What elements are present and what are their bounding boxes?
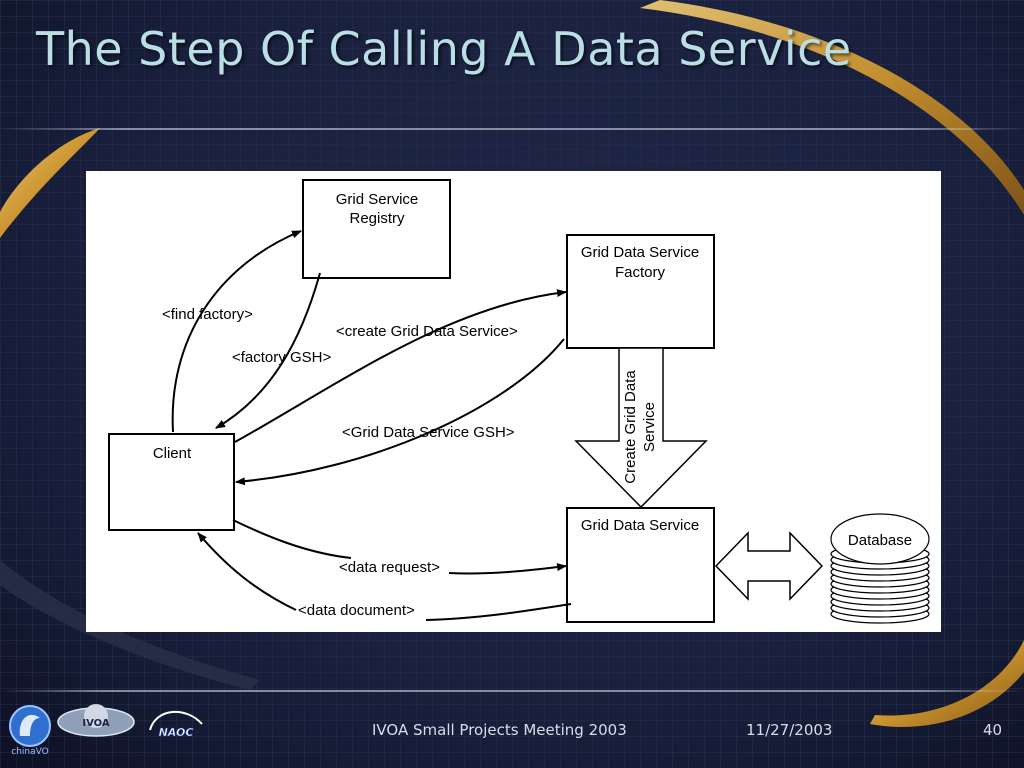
chinavo-logo-text: chinaVO [11, 747, 48, 757]
swoosh-bottom-right [870, 640, 1024, 727]
create-arrow-label-line2: Service [641, 402, 658, 452]
chinavo-logo: chinaVO [9, 705, 51, 757]
arrow-data-document-a [425, 603, 572, 621]
connector-arrows [171, 230, 572, 621]
slide-title: The Step Of Calling A Data Service [36, 22, 852, 76]
gds-label: Grid Data Service [581, 517, 699, 534]
naoc-logo-text: NAOC [159, 726, 194, 739]
swoosh-left-ring [0, 560, 260, 690]
diagram-canvas: Grid Service Registry Grid Data Service … [108, 179, 930, 624]
factory-label-line1: Grid Data Service [581, 244, 699, 261]
registry-label-line1: Grid Service [336, 191, 419, 208]
diagram-panel: Grid Service Registry Grid Data Service … [86, 171, 941, 632]
registry-node: Grid Service Registry [302, 179, 451, 279]
gds-database-double-arrow [714, 531, 824, 601]
label-data-document: <data document> [298, 602, 415, 619]
database-label: Database [848, 532, 912, 549]
swoosh-left [0, 128, 100, 238]
label-data-request: <data request> [339, 559, 440, 576]
arrow-data-request-b [448, 563, 567, 575]
label-gds-gsh: <Grid Data Service GSH> [342, 424, 515, 441]
title-divider [0, 128, 1024, 130]
label-create-gds: <create Grid Data Service> [336, 323, 518, 340]
gds-node: Grid Data Service [566, 507, 715, 623]
ivoa-logo: IVOA [57, 704, 135, 737]
arrow-data-request-a [232, 519, 352, 559]
registry-label-line2: Registry [349, 210, 405, 227]
client-label: Client [153, 445, 192, 462]
footer-meeting-name: IVOA Small Projects Meeting 2003 [372, 721, 627, 739]
arrow-factory-gsh [215, 272, 321, 429]
arrow-find-factory [171, 230, 302, 433]
label-factory-gsh: <factory GSH> [232, 349, 331, 366]
create-gds-arrow: Create Grid Data Service [574, 347, 708, 509]
footer-date: 11/27/2003 [746, 721, 833, 739]
database-node: Database [830, 513, 930, 624]
arrow-gds-gsh [235, 338, 565, 486]
arrow-data-document-b [197, 532, 297, 611]
factory-label-line2: Factory [615, 264, 666, 281]
create-arrow-label-line1: Create Grid Data [622, 370, 639, 484]
client-node: Client [108, 433, 235, 531]
footer-logos: chinaVO IVOA NAOC [9, 704, 203, 757]
ivoa-logo-text: IVOA [82, 718, 110, 729]
naoc-logo: NAOC [149, 710, 203, 739]
footer-divider [0, 690, 1024, 692]
footer-page-number: 40 [983, 721, 1003, 739]
label-find-factory: <find factory> [162, 306, 253, 323]
arrow-create-gds [234, 289, 567, 443]
factory-node: Grid Data Service Factory [566, 234, 715, 349]
